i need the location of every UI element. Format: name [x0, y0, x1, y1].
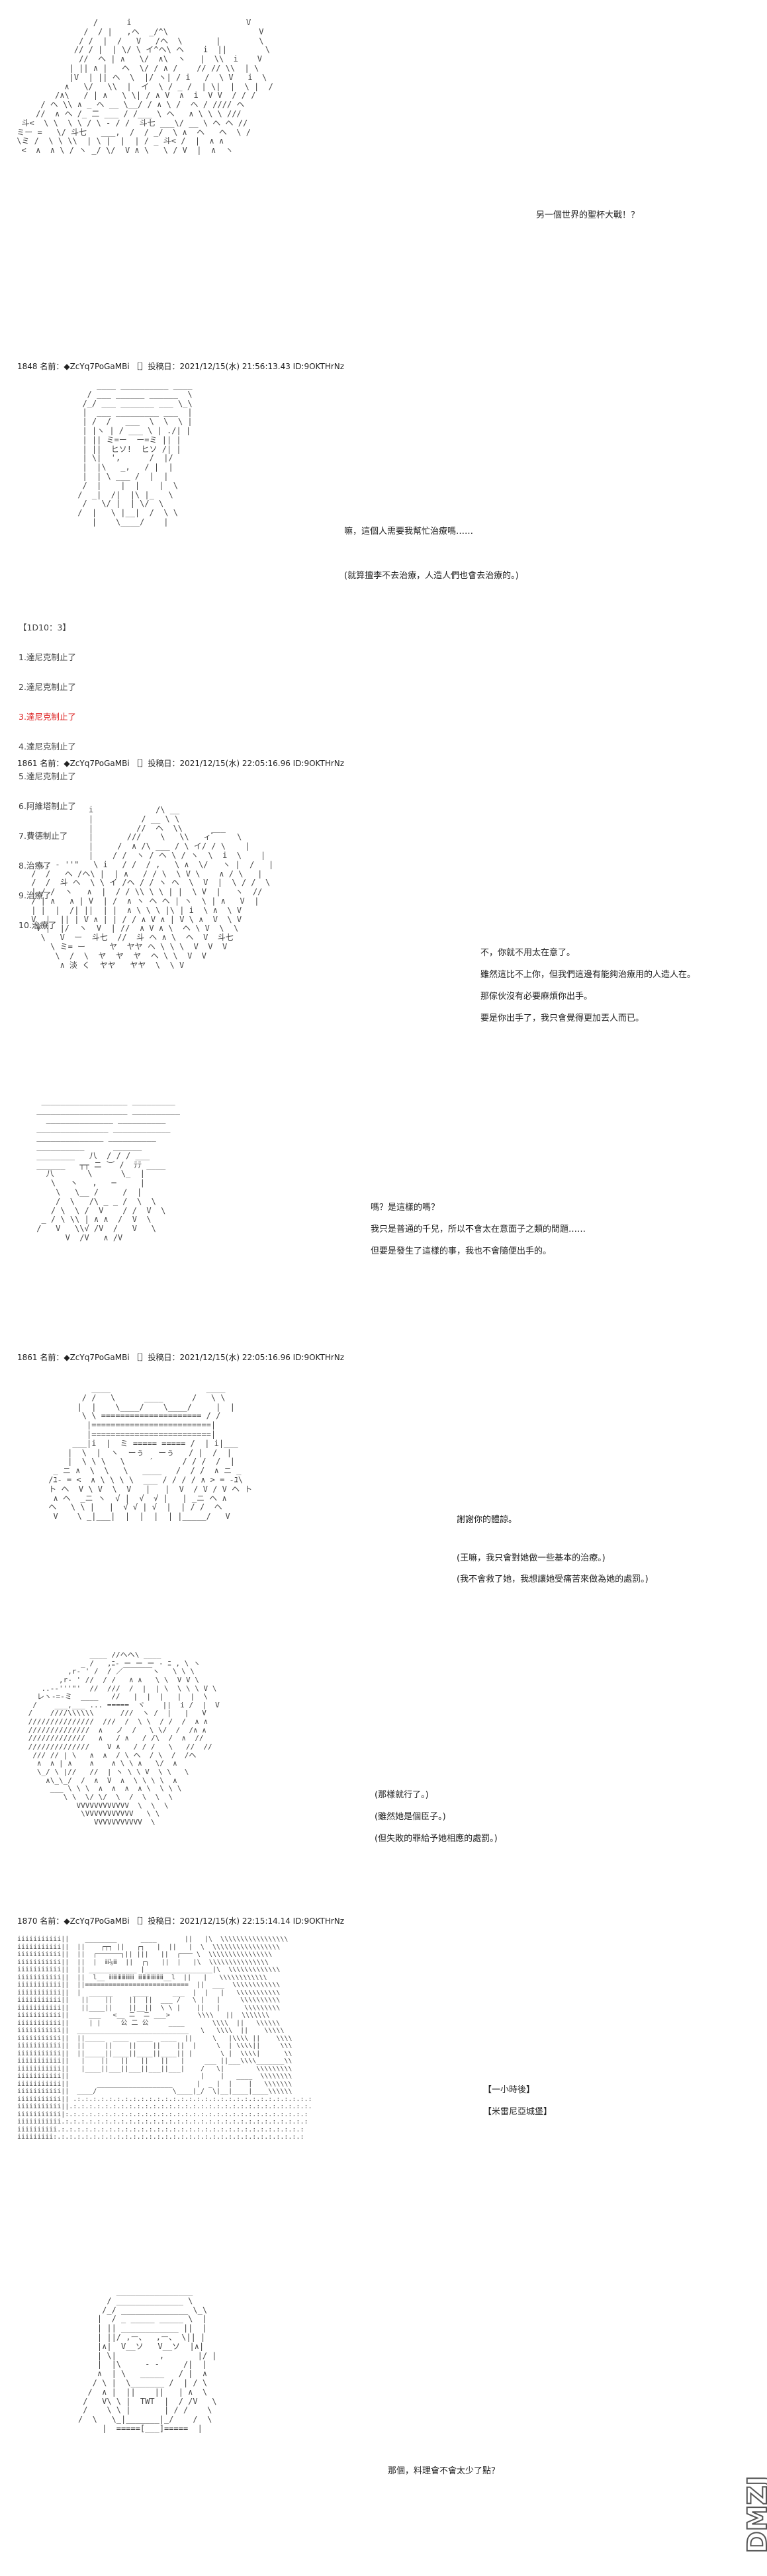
- dialog-line: 【米雷尼亞城堡】: [483, 2107, 553, 2117]
- dialog-line: 我只是普通的千兒，所以不會太在意面子之類的問題……: [371, 1224, 586, 1234]
- vote-item: 2.達尼克制止了: [19, 682, 76, 692]
- dialog-line: 不，你就不用太在意了。: [480, 948, 576, 958]
- vote-item: 9.治療了: [19, 890, 52, 900]
- vote-item: 8.治療了: [19, 861, 52, 871]
- dmzj-watermark-logo: DMZJ: [743, 2475, 767, 2554]
- ascii-art-figure-group-2: i /\ __ | / __ \ \ | // ヘ \\ ___ | /// \…: [31, 805, 274, 970]
- ascii-art-figure-ritsuka: ____ __________ ____ / ___ ______ ______…: [77, 380, 193, 527]
- vote-item: 1.達尼克制止了: [19, 652, 76, 662]
- dice-vote-list: 【1D10：3】 1.達尼克制止了 2.達尼克制止了 3.達尼克制止了 4.達尼…: [19, 603, 76, 940]
- dialog-line: 謝謝你的體諒。: [457, 1515, 518, 1525]
- dialog-line: 嘛，這個人需要我幫忙治療嗎……: [344, 527, 474, 537]
- ascii-art-castle-dining-room: iiiiiiiiiii|| ________ ____ || |\ \\\\\\…: [17, 1936, 312, 2141]
- ascii-art-figure-ritsuka-2: ________________ / ______________ \ /_/ …: [78, 2287, 217, 2433]
- dialog-line: 那個，料理會不會太少了點？: [388, 2466, 500, 2476]
- vote-item: 5.達尼克制止了: [19, 771, 76, 781]
- dialog-line: 雖然這比不上你，但我們這邊有能夠治療用的人造人在。: [480, 970, 696, 980]
- post-header: 1870 名前：◆ZcYq7PoGaMBi ［］投稿日：2021/12/15(水…: [17, 1916, 345, 1926]
- dialog-line: (那樣就行了。): [375, 1790, 429, 1800]
- dialog-line: (雖然她是個臣子。): [375, 1812, 446, 1822]
- dialog-line: 但要是發生了這樣的事，我也不會隨便出手的。: [371, 1246, 552, 1256]
- dialog-line: (王嘛，我只會對她做一些基本的治療。): [457, 1553, 606, 1563]
- vote-item-selected: 3.達尼克制止了: [19, 712, 76, 722]
- ascii-art-figure-crowd: ____ //ヘヘ\ ____ _ / ,ﾆ‐ ー ー ー ‐ ﾆ , \ ヽ …: [28, 1651, 220, 1826]
- dialog-line: 要是你出手了，我只會覺得更加丟人而已。: [480, 1013, 645, 1023]
- vote-item: 4.達尼克制止了: [19, 742, 76, 751]
- logo-text: DMZJ: [743, 2476, 767, 2554]
- ascii-art-figure-man-hat: __________________ _________ ___________…: [36, 1096, 180, 1242]
- vote-item: 7.費德制止了: [19, 831, 68, 841]
- dialog-line: 嗎？是這樣的嗎？: [371, 1203, 440, 1213]
- dialog-line: 另一個世界的聖杯大戰！？: [536, 210, 640, 220]
- dialog-line: 【一小時後】: [483, 2085, 535, 2095]
- dialog-line: (我不會救了她，我想讓她受痛苦來做為她的處罰。): [457, 1574, 649, 1584]
- ascii-art-figure-soldier: ____ ____ / / \ ____ / \ \ | | \____/ \_…: [48, 1384, 253, 1522]
- post-header: 1861 名前：◆ZcYq7PoGaMBi ［］投稿日：2021/12/15(水…: [17, 1353, 345, 1362]
- dialog-line: 那傢伙沒有必要麻煩你出手。: [480, 992, 593, 1002]
- ascii-art-figure-group-1: / i V / / | ,ヘ _/^\ V / / | / V /ヘ \ | \…: [12, 18, 767, 2554]
- vote-title: 【1D10：3】: [19, 623, 71, 632]
- vote-item: 10.治療了: [19, 920, 57, 930]
- post-header: 1861 名前：◆ZcYq7PoGaMBi ［］投稿日：2021/12/15(水…: [17, 759, 345, 768]
- vote-item: 6.阿維塔制止了: [19, 801, 76, 811]
- dialog-line: (但失敗的罪給予她相應的處罰。): [375, 1834, 498, 1844]
- dialog-line: (就算擅李不去治療，人造人們也會去治療的。): [344, 571, 519, 581]
- post-header: 1848 名前：◆ZcYq7PoGaMBi ［］投稿日：2021/12/15(水…: [17, 362, 345, 371]
